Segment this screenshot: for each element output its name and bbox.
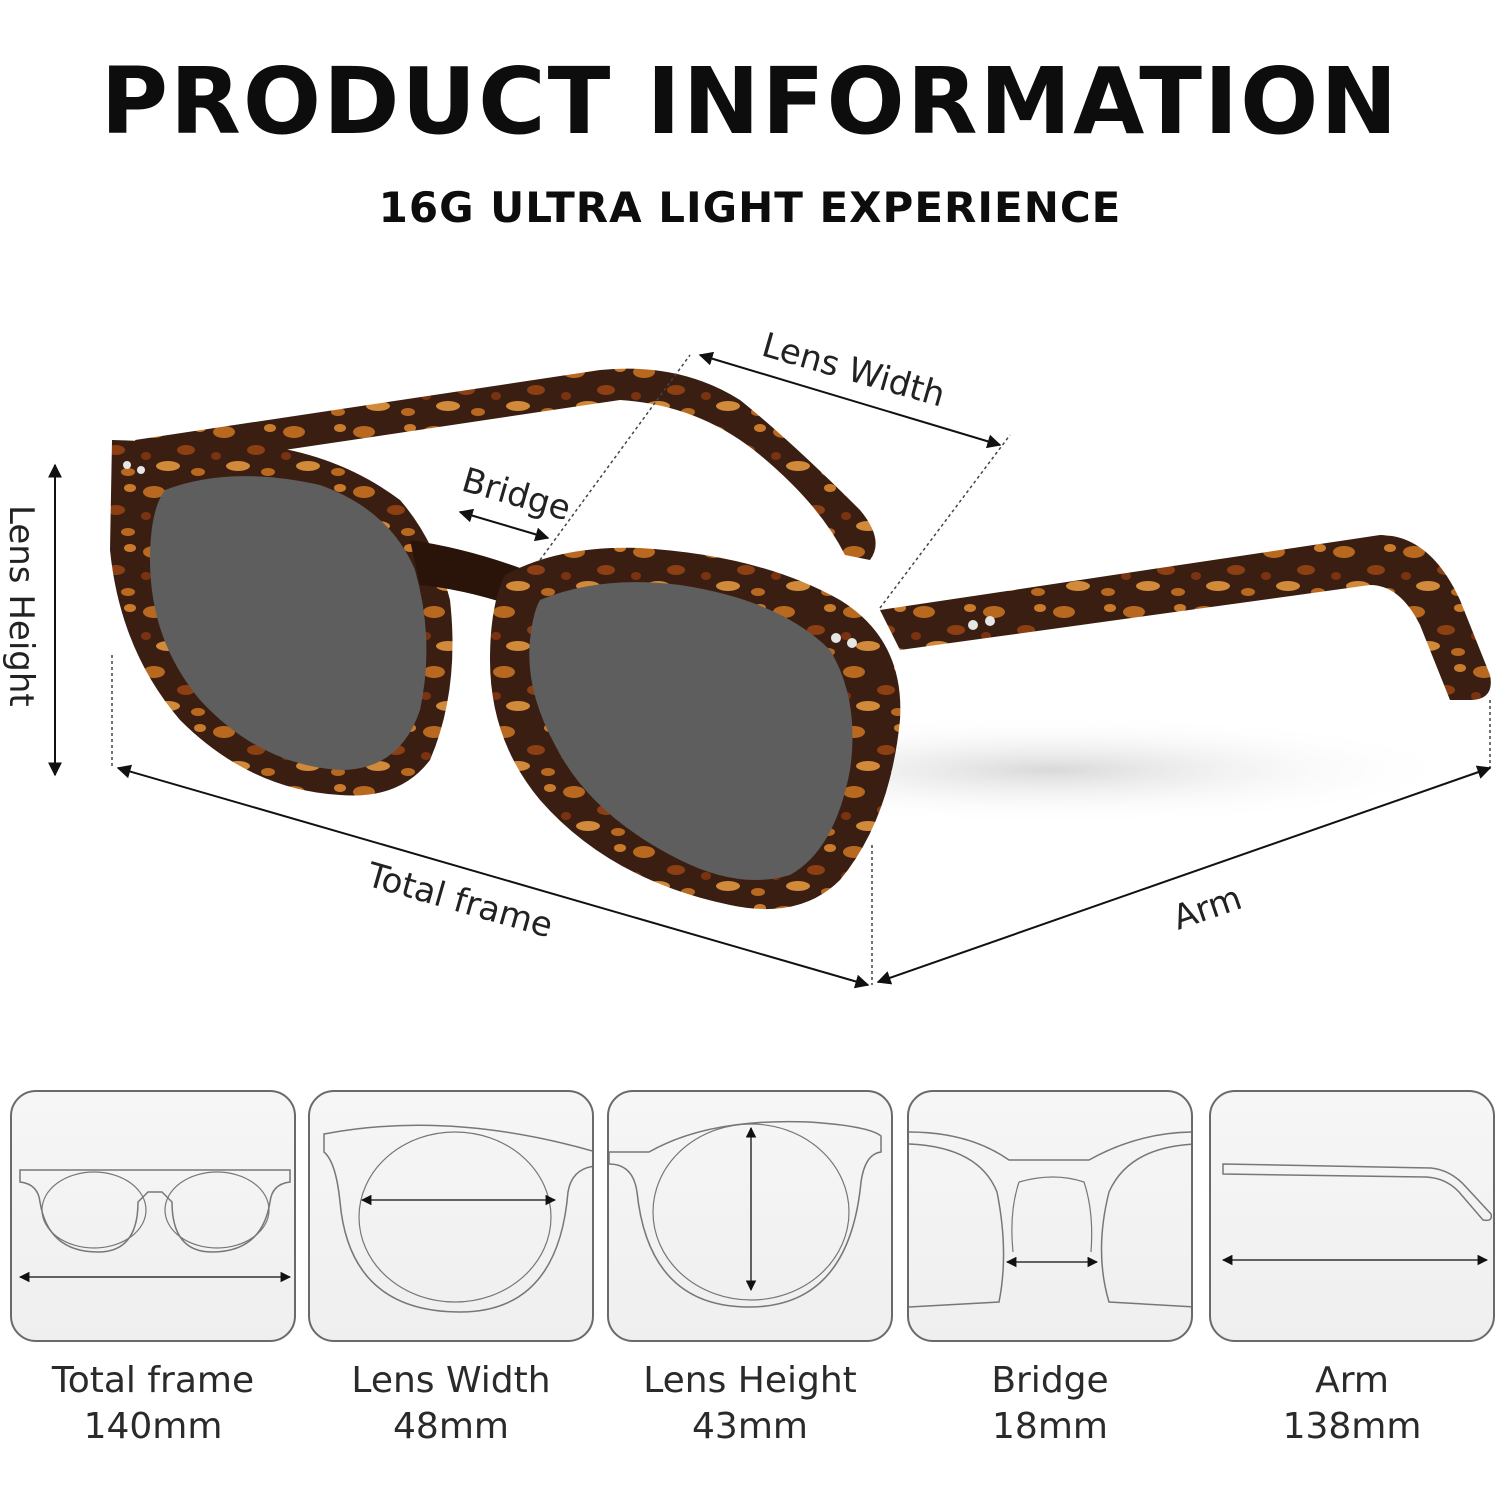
page-subtitle: 16G ULTRA LIGHT EXPERIENCE (378, 183, 1122, 232)
guide-line (539, 354, 691, 561)
spec-lens-height: Lens Height 43mm (600, 1358, 900, 1450)
spec-value: 18mm (992, 1406, 1108, 1447)
spec-name: Lens Height (643, 1360, 857, 1401)
far-arm (135, 368, 876, 560)
total-frame-label: Total frame (362, 855, 558, 946)
left-lens (150, 476, 427, 770)
spec-name: Bridge (991, 1360, 1109, 1401)
lens-height-label: Lens Height (1, 505, 41, 707)
spec-bridge: Bridge 18mm (900, 1358, 1200, 1450)
bridge-label: Bridge (458, 460, 576, 529)
sunglasses-hero-illustration: Lens Width Bridge Lens Height Total fram… (1, 325, 1492, 989)
spec-value: 140mm (83, 1406, 223, 1447)
card-lens-width (308, 1090, 594, 1342)
card-arm (1209, 1090, 1495, 1342)
spec-name: Total frame (51, 1360, 255, 1401)
spec-name: Lens Width (351, 1360, 551, 1401)
spec-total-frame: Total frame 140mm (3, 1358, 303, 1450)
rivet (968, 620, 978, 630)
bridge-arrow (458, 508, 550, 542)
rivet (123, 461, 131, 469)
card-bridge (907, 1090, 1193, 1342)
near-arm (880, 535, 1491, 700)
spec-value: 43mm (692, 1406, 808, 1447)
spec-cards: Total frame 140mm Lens Width 48mm Lens H… (0, 1090, 1500, 1470)
arm-label: Arm (1168, 878, 1247, 939)
spec-lens-width: Lens Width 48mm (301, 1358, 601, 1450)
arm-arrow (876, 765, 1492, 985)
spec-value: 138mm (1282, 1406, 1422, 1447)
spec-name: Arm (1315, 1360, 1389, 1401)
card-total-frame (10, 1090, 296, 1342)
page-title: PRODUCT INFORMATION (100, 48, 1400, 155)
total-frame-arrow (116, 764, 870, 989)
lens-width-arrow (698, 351, 1002, 449)
rivet (985, 616, 995, 626)
rivet (847, 638, 857, 648)
spec-arm: Arm 138mm (1202, 1358, 1500, 1450)
rivet (831, 633, 841, 643)
arm-outline-icon (1221, 1163, 1493, 1266)
lens-width-outline-icon (323, 1124, 592, 1313)
card-lens-height (607, 1090, 893, 1342)
bridge-part (410, 540, 525, 610)
front-view-outline-icon (18, 1169, 292, 1283)
bridge-outline-icon (909, 1131, 1191, 1308)
guide-line (879, 434, 1011, 609)
rivet (137, 466, 145, 474)
spec-value: 48mm (393, 1406, 509, 1447)
lens-height-outline-icon (609, 1120, 882, 1308)
